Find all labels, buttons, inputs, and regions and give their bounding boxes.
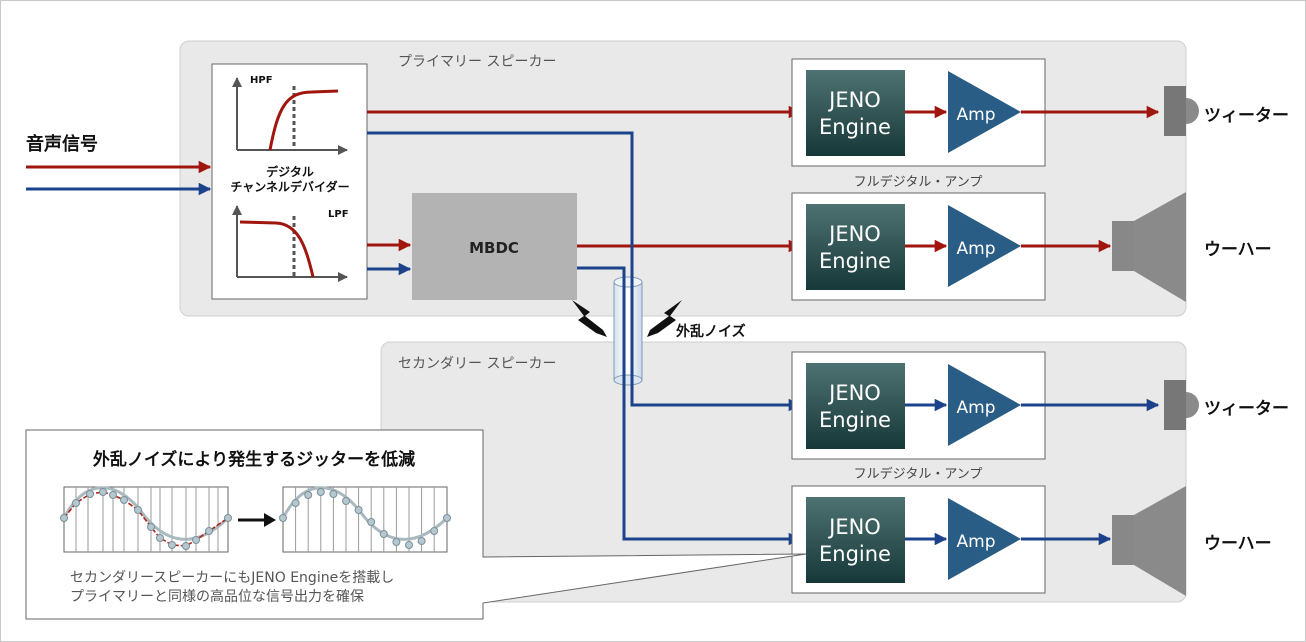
amp-label: Amp [957,239,996,259]
amp-triangle-icon [948,205,1021,287]
secondary-tweeter-wire [367,131,802,412]
jeno-engine-block [806,204,905,290]
callout: 外乱ノイズにより発生するジッターを低減 [25,429,807,620]
engine-line1: JENO [827,381,881,405]
lightning-right-icon [647,300,682,337]
amp-label: Amp [957,532,996,552]
lpf-graph: LPF [232,205,349,282]
secondary-woofer-wire [577,266,802,546]
noise-label: 外乱ノイズ [676,323,746,340]
jeno-engine-block [806,363,905,449]
mbdc-label: MBDC [469,239,519,257]
engine-line2: Engine [819,408,891,432]
amp-triangle-icon [948,71,1021,153]
engine-line1: JENO [827,515,881,539]
amp-group-label: フルデジタル・アンプ [854,466,983,482]
engine-line1: JENO [827,88,881,112]
amp-group-primary-woofer: JENO Engine Amp [791,192,1112,301]
lpf-label: LPF [328,209,349,220]
callout-title: 外乱ノイズにより発生するジッターを低減 [93,449,415,470]
woofer-icon [1112,486,1186,596]
engine-line1: JENO [827,222,881,246]
lightning-left-icon [572,300,607,337]
amp-label: Amp [957,105,996,125]
jeno-engine-block [806,70,905,156]
clean-waveform [279,486,451,553]
amp-triangle-icon [948,364,1021,446]
secondary-woofer-label: ウーハー [1204,534,1272,554]
primary-tweeter-label: ツィーター [1204,106,1289,126]
engine-line2: Engine [819,115,891,139]
primary-speaker-title: プライマリー スピーカー [398,54,556,70]
callout-line2: プライマリーと同様の高品位な信号出力を確保 [70,588,364,605]
mbdc-block: MBDC [412,193,577,300]
jeno-engine-block [806,497,905,583]
tweeter-icon [1164,380,1199,430]
divider-label-line2: チャンネルデバイダー [230,179,349,194]
divider-label-line1: デジタル [266,164,314,179]
secondary-tweeter-label: ツィーター [1204,399,1289,419]
woofer-icon [1112,192,1186,302]
engine-line2: Engine [819,542,891,566]
amp-label: Amp [957,398,996,418]
tweeter-icon [1164,86,1199,136]
amp-group-label: フルデジタル・アンプ [854,174,983,190]
primary-woofer-label: ウーハー [1204,240,1272,260]
engine-line2: Engine [819,249,891,273]
amp-triangle-icon [948,498,1021,580]
digital-channel-divider: HPF デジタル チャンネルデバイダー LPF [211,63,368,300]
hpf-graph: HPF [232,75,348,155]
callout-arrow-icon [264,513,276,527]
secondary-speaker-title: セカンダリー スピーカー [398,356,556,372]
jitter-waveform [60,486,232,553]
amp-group-secondary-woofer: JENO Engine Amp [791,485,1112,594]
callout-line1: セカンダリースピーカーにもJENO Engineを搭載し [70,570,394,586]
input-signal-label: 音声信号 [26,133,98,155]
amp-group-primary-tweeter: JENO Engine Amp [791,58,1160,167]
noise-shield-cylinder [613,276,643,386]
amp-group-secondary-tweeter: JENO Engine Amp [791,351,1160,460]
hpf-label: HPF [250,75,273,86]
